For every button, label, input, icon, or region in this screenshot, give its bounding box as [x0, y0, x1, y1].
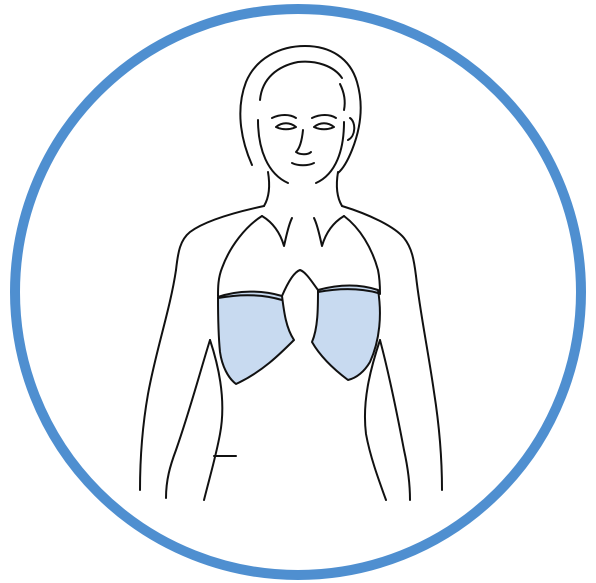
ring-frame — [15, 9, 581, 575]
